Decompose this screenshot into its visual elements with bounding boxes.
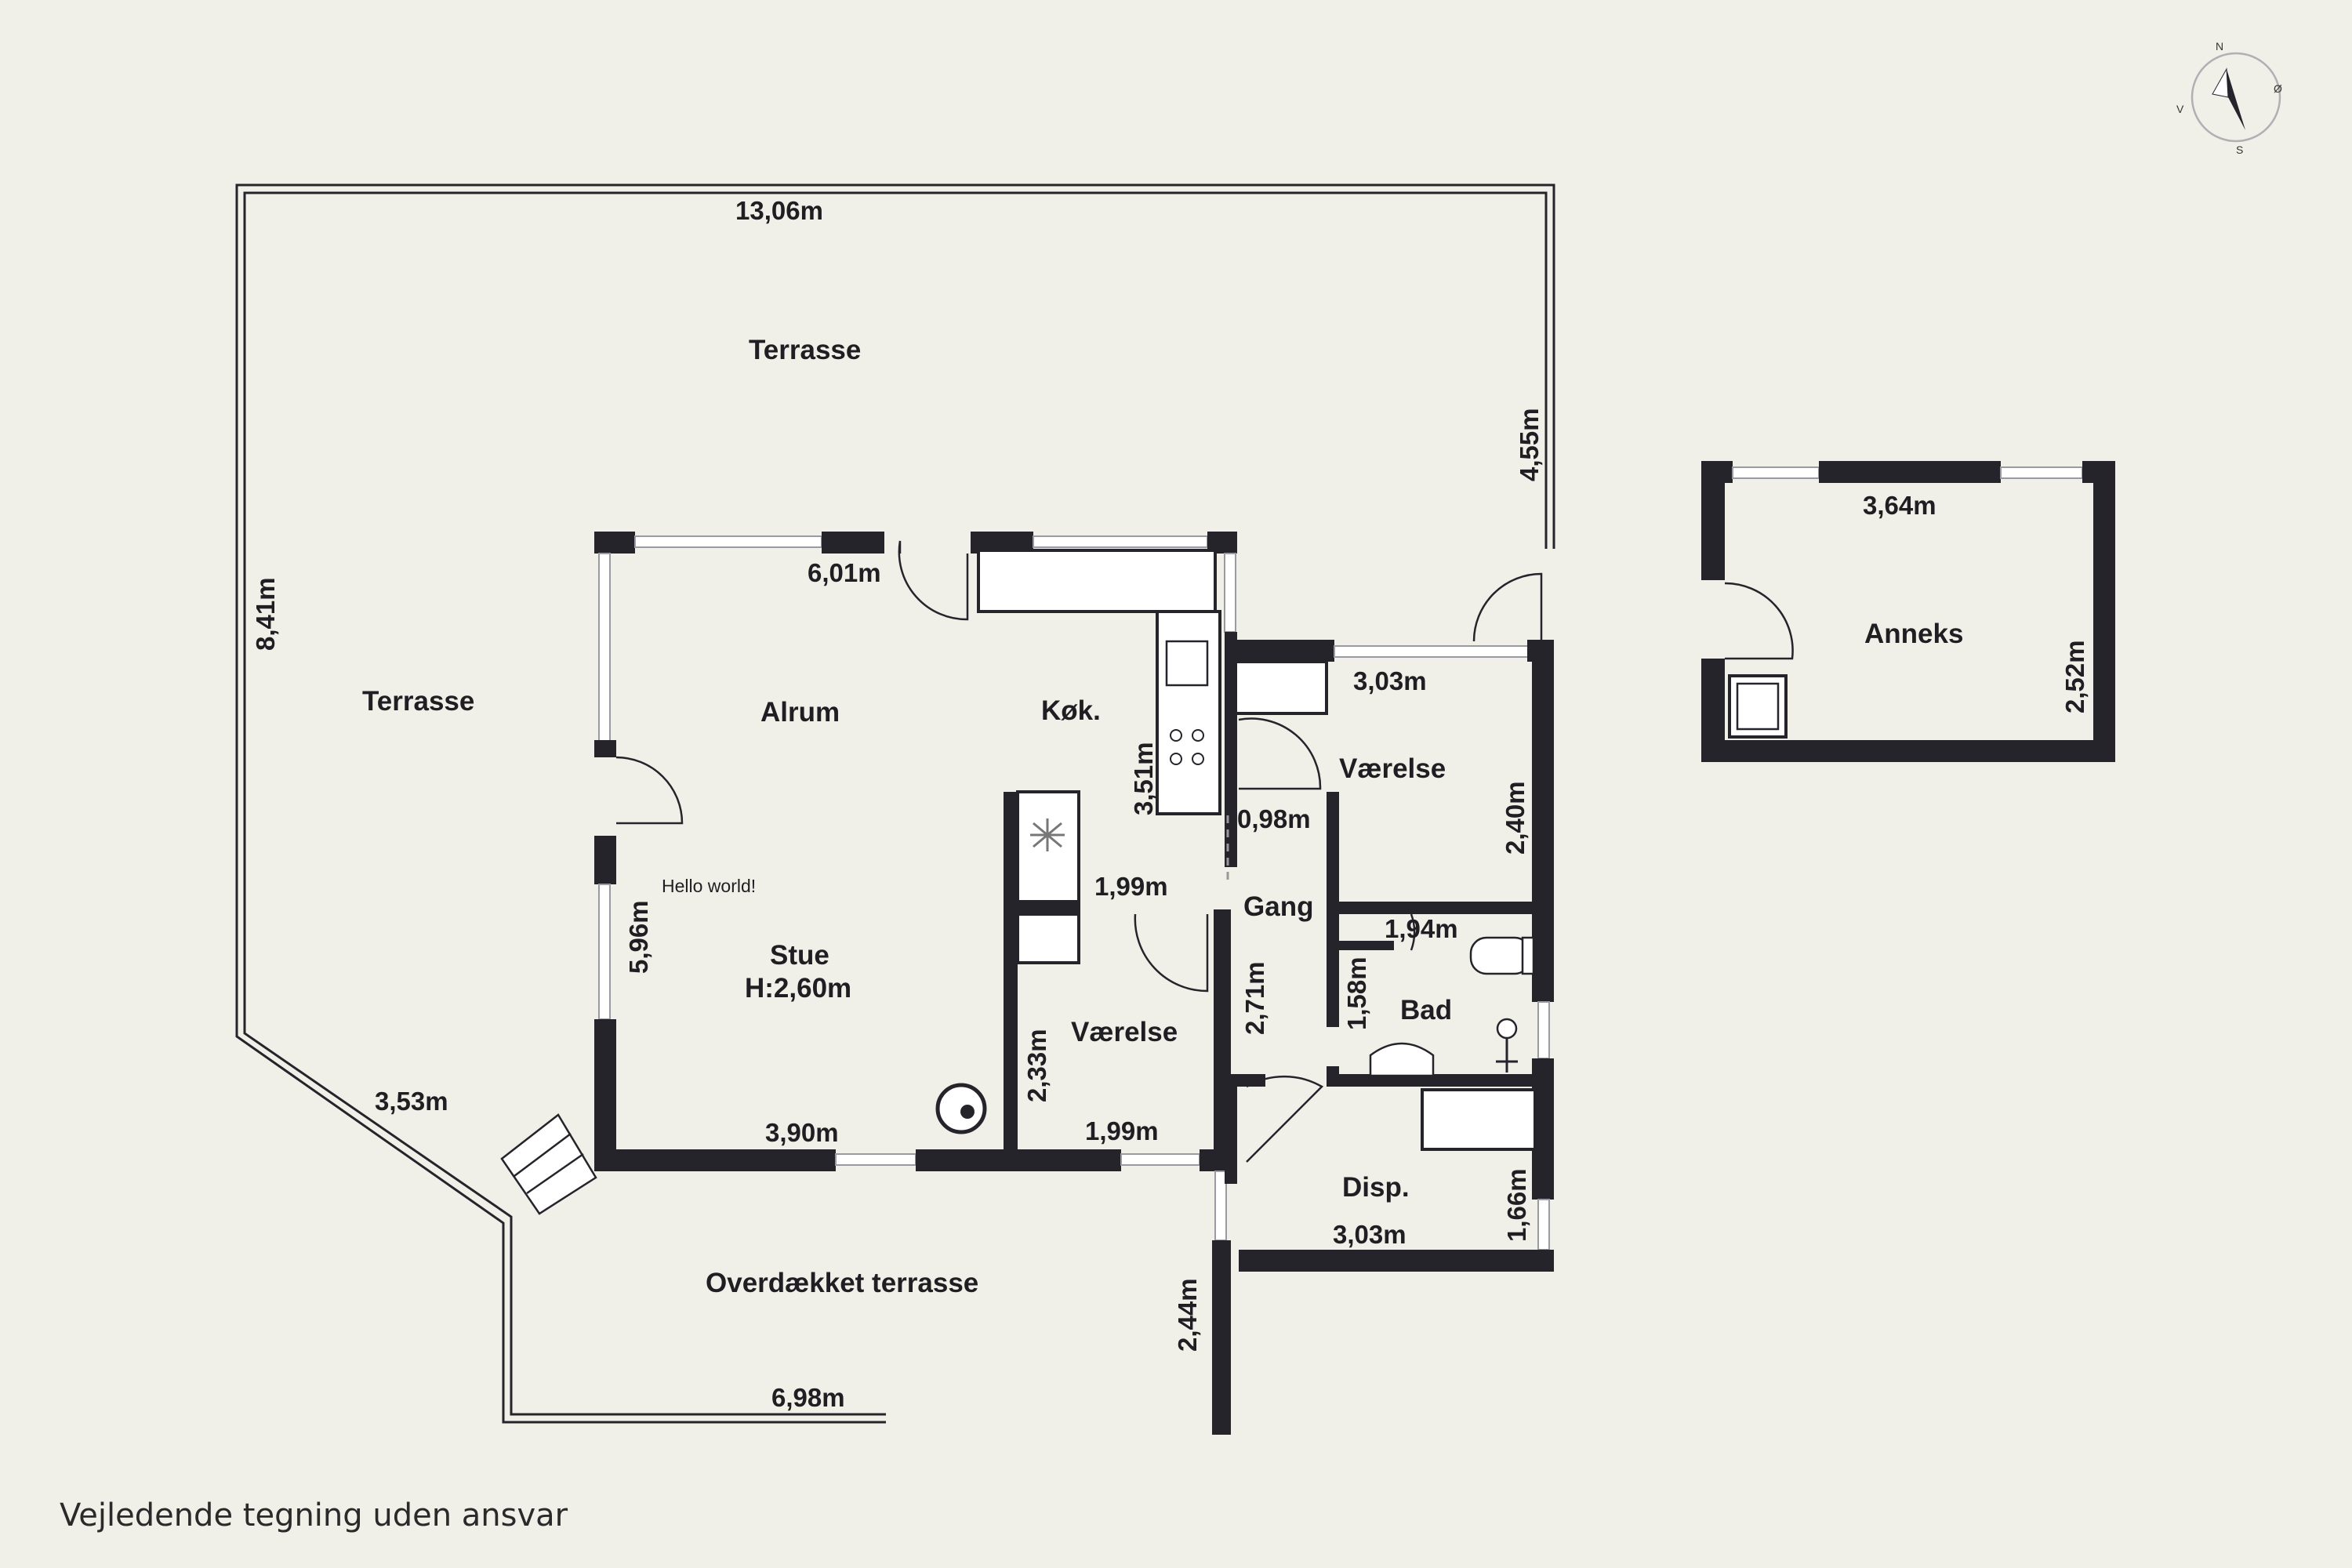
room-vaerelse: Værelse <box>1071 1017 1178 1047</box>
room-anneks: Anneks <box>1864 619 1963 649</box>
dim-stue-height: 5,96m <box>624 900 653 974</box>
stove-burner <box>1170 729 1182 742</box>
dim-kitchen-height: 3,51m <box>1129 742 1158 815</box>
room-terrasse-left: Terrasse <box>362 686 474 717</box>
shower-icon <box>1496 1018 1518 1073</box>
dim-vaerelse-width-bottom: 1,99m <box>1085 1116 1159 1145</box>
washbasin-icon <box>1369 1042 1435 1077</box>
dim-terrasse-top: 13,06m <box>735 196 823 225</box>
dim-overdaekket-width: 6,98m <box>771 1383 845 1412</box>
dim-terrasse-left: 8,41m <box>251 577 280 651</box>
dim-vaerelse-top-height: 2,40m <box>1501 781 1530 855</box>
toilet-icon <box>1469 936 1535 975</box>
disp-counter <box>1421 1088 1537 1151</box>
sink <box>1165 640 1209 687</box>
room-stue: Stue <box>770 940 829 971</box>
room-bad: Bad <box>1400 995 1452 1025</box>
house-walls <box>594 532 1554 1435</box>
anneks-walls <box>1701 461 2115 762</box>
note-text: Hello world! <box>662 876 756 896</box>
fan-icon <box>1030 818 1065 851</box>
room-overdaekket-terrasse: Overdækket terrasse <box>706 1268 978 1298</box>
kitchen-counter-top <box>977 549 1217 613</box>
compass-s: S <box>2236 143 2243 156</box>
dimension-labels-vertical: 4,55m 8,41m 3,51m 2,40m 5,96m 2,71m 1,58… <box>251 408 2089 1352</box>
compass-icon: N S Ø V <box>2176 40 2282 156</box>
dim-vaerelse-top-width: 3,03m <box>1353 666 1427 695</box>
dim-anneks-width: 3,64m <box>1863 491 1936 520</box>
doors <box>615 540 1543 1163</box>
dim-gang-width: 0,98m <box>1237 804 1311 833</box>
dim-gang-height: 2,71m <box>1240 961 1269 1035</box>
compass-n: N <box>2216 40 2223 53</box>
terrace-outline <box>235 183 1555 1424</box>
dim-stue-width: 3,90m <box>765 1118 839 1147</box>
room-stue-height: H:2,60m <box>745 973 851 1004</box>
stove-wood-icon <box>935 1083 987 1134</box>
dim-bad-width: 1,94m <box>1385 914 1458 943</box>
compass-o: Ø <box>2274 82 2282 95</box>
dim-bad-height: 1,58m <box>1342 956 1371 1030</box>
room-terrasse-top: Terrasse <box>749 335 861 365</box>
room-vaerelse-top: Værelse <box>1339 753 1446 784</box>
stove-burner <box>1192 729 1204 742</box>
stove-burner <box>1192 753 1204 765</box>
room-labels: Terrasse Terrasse Alrum Køk. Stue H:2,60… <box>362 335 1963 1298</box>
stairs <box>500 1113 597 1215</box>
dim-vaerelse-width-top: 1,99m <box>1094 872 1168 901</box>
wardrobe-2 <box>1234 660 1328 715</box>
dim-terrasse-diag: 3,53m <box>375 1087 448 1116</box>
fixtures <box>935 549 1537 1151</box>
disclaimer-text: Vejledende tegning uden ansvar <box>60 1497 568 1534</box>
dim-vaerelse-height: 2,33m <box>1022 1029 1051 1102</box>
dim-disp-height: 1,66m <box>1502 1168 1531 1242</box>
dim-anneks-height: 2,52m <box>2060 640 2089 713</box>
room-kokken: Køk. <box>1041 695 1101 726</box>
room-disp: Disp. <box>1342 1172 1410 1203</box>
dim-overdaekket-height: 2,44m <box>1173 1278 1202 1352</box>
wardrobe <box>1016 913 1080 964</box>
dim-terrasse-right: 4,55m <box>1515 408 1544 481</box>
stove-burner <box>1170 753 1182 765</box>
dim-alrum: 6,01m <box>808 558 881 587</box>
room-alrum: Alrum <box>760 697 840 728</box>
room-gang: Gang <box>1243 891 1313 922</box>
dim-disp-width: 3,03m <box>1333 1220 1406 1249</box>
compass-v: V <box>2176 103 2184 115</box>
dimension-labels: 13,06m 6,01m 3,03m 0,98m 1,99m 1,94m 3,5… <box>375 196 1936 1412</box>
